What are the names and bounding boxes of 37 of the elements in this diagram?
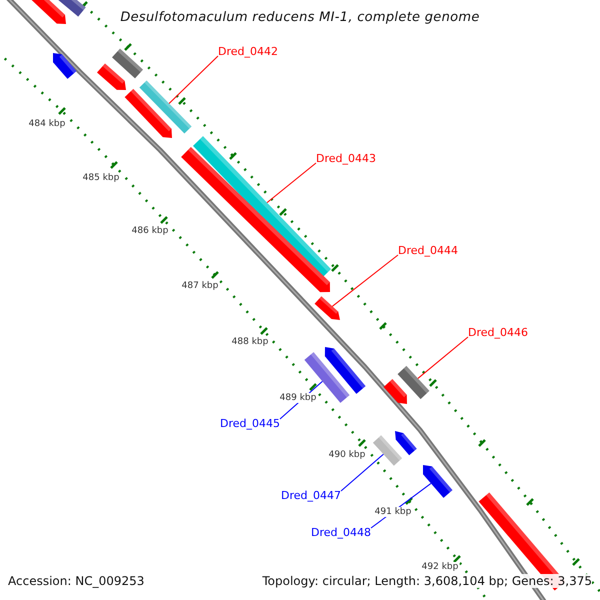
leader-line <box>417 336 468 379</box>
scale-label: 486 kbp <box>130 226 170 236</box>
gene-block <box>314 296 340 320</box>
gene-block <box>324 347 366 394</box>
gene-label: Dred_0443 <box>316 152 376 165</box>
scale-label: 492 kbp <box>420 562 460 572</box>
scale-label: 484 kbp <box>28 119 66 129</box>
gene-label: Dred_0444 <box>398 244 458 257</box>
scale-label: 491 kbp <box>374 507 412 517</box>
leader-line <box>168 56 218 104</box>
leader-line <box>340 454 384 492</box>
gene-label: Dred_0448 <box>311 526 371 539</box>
gene-label: Dred_0447 <box>281 489 341 502</box>
footer-text: Topology: circular; Length: 3,608,104 bp; Genes: 3,375 <box>262 574 592 588</box>
gene-label: Dred_0445 <box>220 417 280 430</box>
gene-block <box>124 88 172 138</box>
gene-block <box>97 64 126 90</box>
gene-block <box>112 48 143 78</box>
scale-label: 489 kbp <box>278 393 318 403</box>
gene-block <box>384 379 407 404</box>
scale-label: 488 kbp <box>230 337 270 347</box>
gene-block <box>53 53 76 79</box>
gene-block <box>395 431 417 456</box>
leader-line <box>266 162 316 204</box>
scale-label: 490 kbp <box>328 450 366 460</box>
gene-block <box>30 0 66 24</box>
footer-text: Accession: NC_009253 <box>8 574 144 588</box>
scale-label: 485 kbp <box>82 173 120 183</box>
gene-label: Dred_0446 <box>468 326 528 339</box>
gene-label: Dred_0442 <box>218 45 278 58</box>
gene-block <box>398 366 430 400</box>
scale-label: 487 kbp <box>180 281 220 291</box>
leader-line <box>332 254 398 307</box>
gene-block <box>139 80 192 134</box>
map-title: Desulfotomaculum reducens MI-1, complete genome <box>119 10 481 25</box>
gene-block <box>372 435 402 466</box>
gene-block <box>423 465 452 498</box>
